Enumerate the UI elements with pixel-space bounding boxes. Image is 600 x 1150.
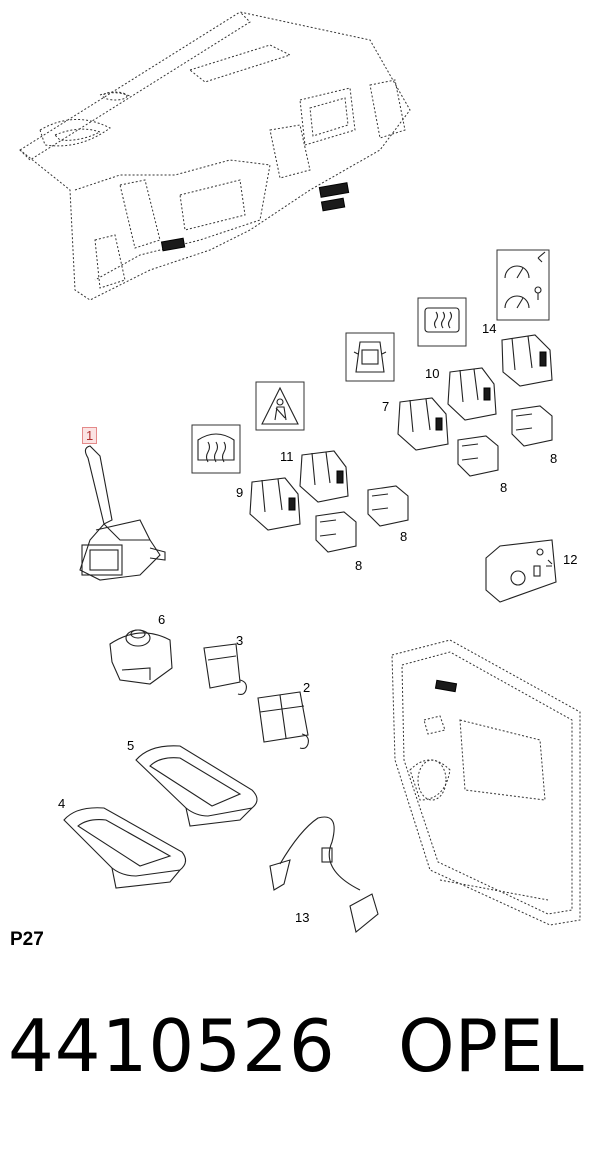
callout-8[interactable]: 8 [355, 558, 363, 573]
dashboard-assembly [19, 11, 411, 301]
brand-name: OPEL [398, 1004, 584, 1088]
callout-5[interactable]: 5 [127, 738, 135, 753]
callout-2[interactable]: 2 [303, 680, 311, 695]
door-handle-bezel-5 [135, 745, 258, 827]
switch-module-7 [397, 397, 449, 451]
callout-9[interactable]: 9 [236, 485, 244, 500]
sensor-harness [269, 816, 379, 933]
switch-module-10 [447, 367, 497, 421]
callout-8[interactable]: 8 [500, 480, 508, 495]
seatbelt-warning-icon [255, 381, 305, 431]
callout-12[interactable]: 12 [563, 552, 578, 567]
callout-6[interactable]: 6 [158, 612, 166, 627]
callout-11[interactable]: 11 [280, 449, 294, 464]
page-code: P27 [10, 929, 44, 950]
callout-4[interactable]: 4 [58, 796, 66, 811]
vehicle-lock-icon [345, 332, 395, 382]
door-handle-bezel-4 [63, 807, 187, 889]
callout-7[interactable]: 7 [382, 399, 390, 414]
callout-1[interactable]: 1 [82, 427, 98, 444]
callout-10[interactable]: 10 [425, 366, 440, 381]
mirror-adjust-switch [109, 629, 173, 685]
callout-14[interactable]: 14 [482, 321, 497, 336]
switch-module-9 [249, 477, 301, 531]
switch-module-11 [299, 450, 349, 503]
callout-13[interactable]: 13 [295, 910, 310, 925]
gauges-icon [496, 249, 550, 321]
light-control-panel [485, 539, 557, 603]
multifunction-switch [79, 445, 166, 581]
door-panel-assembly [391, 639, 581, 926]
callout-8[interactable]: 8 [400, 529, 408, 544]
rear-window-heat-icon [417, 297, 467, 347]
callout-8[interactable]: 8 [550, 451, 558, 466]
switch-module-14 [501, 334, 553, 387]
rear-defrost-icon [191, 424, 241, 474]
window-switch-double [257, 691, 309, 750]
callout-3[interactable]: 3 [236, 633, 244, 648]
blanking-cover-8 [315, 405, 553, 553]
window-switch-single [203, 643, 247, 696]
part-number: 4410526 [8, 1004, 336, 1088]
